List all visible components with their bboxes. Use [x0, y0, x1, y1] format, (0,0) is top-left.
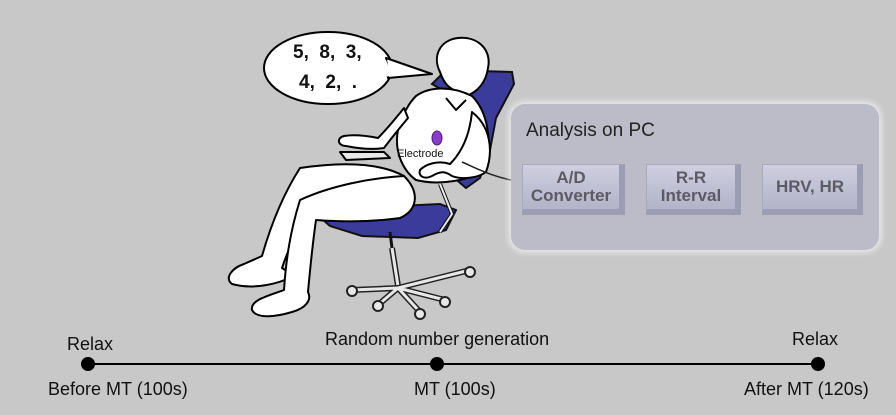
point-label-mt: MT (100s)	[414, 379, 496, 399]
timeline-point-after	[811, 357, 825, 371]
hrv-hr-label: HRV, HR	[775, 177, 845, 196]
electrode-label: Electrode	[397, 148, 444, 160]
point-label-before-mt: Before MT (100s)	[48, 379, 188, 399]
phase-label-random-number-generation: Random number generation	[325, 329, 550, 349]
rr-interval-line-2: Interval	[660, 186, 722, 205]
chair-base-icon	[346, 247, 476, 320]
point-label-after-mt: After MT (120s)	[744, 379, 869, 399]
timeline-point-before	[81, 357, 95, 371]
speech-bubble	[263, 31, 433, 105]
ad-converter-line-1: A/D	[556, 168, 586, 187]
phase-label-relax-after: Relax	[792, 329, 839, 349]
rr-interval-line-1: R-R	[675, 168, 707, 187]
phase-label-relax-before: Relax	[67, 334, 114, 354]
person-icon	[227, 36, 491, 318]
ad-converter-line-2: Converter	[530, 186, 612, 205]
speech-digits-line-1: 5, 8, 3,	[293, 42, 362, 63]
analysis-title: Analysis on PC	[526, 120, 655, 141]
electrode-icon	[431, 130, 443, 146]
hrv-hr-box: HRV, HR	[762, 164, 863, 215]
speech-digits-line-2: 4, 2, .	[299, 72, 358, 93]
timeline-point-mt	[430, 357, 444, 371]
